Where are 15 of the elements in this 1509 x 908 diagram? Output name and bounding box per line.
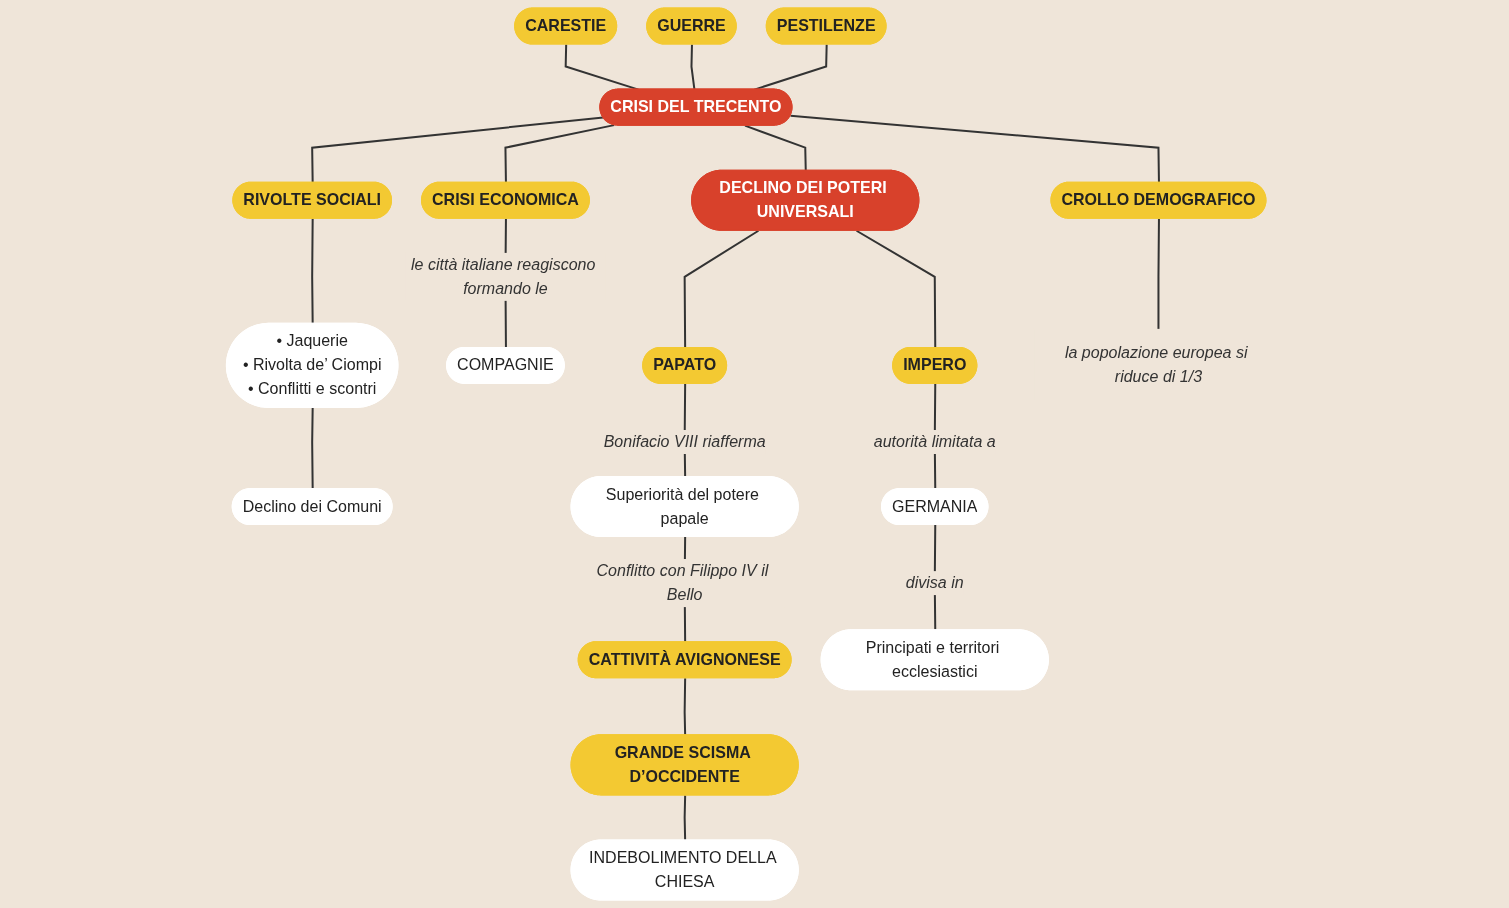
edge-label: le città italiane reagiscono formando le	[411, 255, 596, 297]
edge-label: divisa in	[905, 574, 964, 592]
connector	[311, 116, 605, 184]
edge-label: autorità limitata a	[873, 432, 996, 450]
edge-label: Bonifacio VIII riafferma	[603, 432, 766, 450]
connector	[311, 217, 314, 325]
edge-label: Conflitto con Filippo IV il Bello	[596, 562, 769, 604]
node-text: la popolazione europea si riduce di 1/3	[1064, 344, 1248, 386]
connector	[690, 43, 696, 91]
connector	[744, 124, 807, 172]
connector	[789, 114, 1160, 184]
connector	[1157, 217, 1160, 331]
connector	[504, 124, 616, 184]
connector	[683, 229, 760, 349]
connector	[855, 229, 937, 349]
